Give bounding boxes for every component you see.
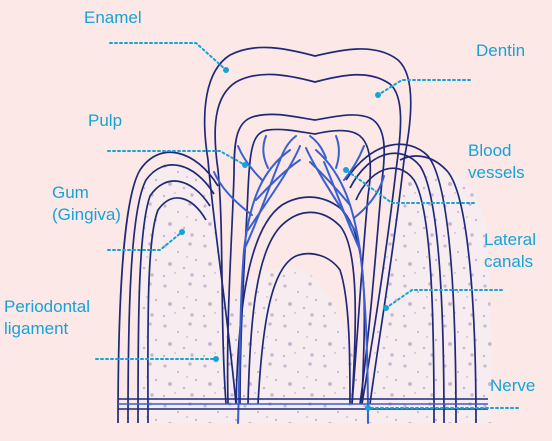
label-blood-vessels-line1: Blood <box>468 140 525 162</box>
label-periodontal-ligament-line2: ligament <box>4 318 90 340</box>
label-pulp: Pulp <box>88 110 122 132</box>
label-dentin: Dentin <box>476 40 525 62</box>
label-blood-vessels: Blood vessels <box>468 140 525 184</box>
label-blood-vessels-line2: vessels <box>468 162 525 184</box>
label-lateral-canals-line2: canals <box>484 251 536 273</box>
leader-dentin <box>378 80 470 95</box>
label-enamel-text: Enamel <box>84 7 142 29</box>
label-lateral-canals-line1: Lateral <box>484 229 536 251</box>
label-lateral-canals: Lateral canals <box>484 229 536 273</box>
label-gum: Gum (Gingiva) <box>52 182 121 226</box>
label-pulp-text: Pulp <box>88 110 122 132</box>
label-gum-line1: Gum <box>52 182 121 204</box>
label-dentin-text: Dentin <box>476 40 525 62</box>
label-nerve: Nerve <box>490 375 535 397</box>
label-enamel: Enamel <box>84 7 142 29</box>
label-periodontal-ligament: Periodontal ligament <box>4 296 90 340</box>
leader-enamel <box>110 43 226 70</box>
label-gum-line2: (Gingiva) <box>52 204 121 226</box>
label-nerve-text: Nerve <box>490 375 535 397</box>
label-periodontal-ligament-line1: Periodontal <box>4 296 90 318</box>
